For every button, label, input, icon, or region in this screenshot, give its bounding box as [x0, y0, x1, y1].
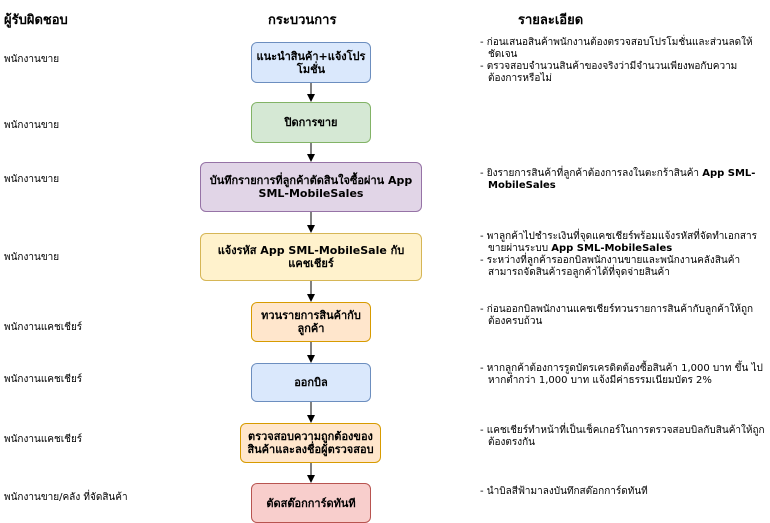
detail-3-text: - ยิงรายการสินค้าที่ลูกค้าต้องการลงในตะก… — [480, 168, 700, 179]
role-6: พนักงานแคชเชียร์ — [4, 374, 83, 385]
detail-1-line-b: - ตรวจสอบจำนวนสินค้าของจริงว่ามีจำนวนเพี… — [480, 61, 738, 84]
step-issue-bill: ออกบิล — [251, 363, 371, 402]
detail-3-bold: App SML-MobileSales — [488, 168, 756, 191]
role-3: พนักงานขาย — [4, 174, 60, 185]
role-1: พนักงานขาย — [4, 54, 60, 65]
step-record-items-app: บันทึกรายการที่ลูกค้าตัดสินใจซื้อผ่าน Ap… — [200, 162, 422, 212]
role-5: พนักงานแคชเชียร์ — [4, 322, 83, 333]
role-4: พนักงานขาย — [4, 252, 60, 263]
detail-7: - แคชเชียร์ทำหน้าที่เป็นเช็คเกอร์ในการตร… — [478, 425, 766, 449]
detail-4-text: - พาลูกค้าไปชำระเงินที่จุดแคชเชียร์พร้อม… — [480, 231, 757, 254]
role-8: พนักงานขาย/คลัง ที่จัดสินค้า — [4, 492, 128, 503]
role-7: พนักงานแคชเชียร์ — [4, 434, 83, 445]
detail-6-line: - หากลูกค้าต้องการรูดบัตรเครดิตต้องซื้อส… — [480, 363, 763, 386]
step-review-items: ทวนรายการสินค้ากับลูกค้า — [251, 302, 371, 342]
detail-4-bold: App SML-MobileSales — [551, 243, 673, 254]
detail-6: - หากลูกค้าต้องการรูดบัตรเครดิตต้องซื้อส… — [478, 363, 766, 387]
detail-4-line-b: - ระหว่างที่ลูกค้ารออกบิลพนักงานขายและพน… — [480, 255, 741, 278]
header-detail: รายละเอียด — [518, 13, 584, 28]
step-verify-sign: ตรวจสอบความถูกต้องของสินค้าและลงชื่อผู้ต… — [240, 423, 381, 463]
step-close-sale: ปิดการขาย — [251, 102, 371, 143]
detail-8-line: - นำบิลสีฟ้ามาลงบันทึกสต๊อกการ์ดทันที — [480, 486, 648, 497]
header-process: กระบวนการ — [268, 13, 337, 28]
step-cut-stock-card: ตัดสต๊อกการ์ดทันที — [251, 483, 371, 523]
detail-8: - นำบิลสีฟ้ามาลงบันทึกสต๊อกการ์ดทันที — [478, 486, 766, 498]
detail-5-line: - ก่อนออกบิลพนักงานแคชเชียร์ทวนรายการสิน… — [480, 304, 754, 327]
detail-4-line-a: - พาลูกค้าไปชำระเงินที่จุดแคชเชียร์พร้อม… — [478, 231, 766, 255]
role-2: พนักงานขาย — [4, 120, 60, 131]
header-responsible: ผู้รับผิดชอบ — [4, 13, 68, 28]
detail-7-line: - แคชเชียร์ทำหน้าที่เป็นเช็คเกอร์ในการตร… — [480, 425, 765, 448]
step-recommend-promotion: แนะนำสินค้า+แจ้งโปรโมชั่น — [251, 42, 371, 83]
detail-1: - ก่อนเสนอสินค้าพนักงานต้องตรวจสอบโปรโมช… — [478, 37, 766, 85]
detail-5: - ก่อนออกบิลพนักงานแคชเชียร์ทวนรายการสิน… — [478, 304, 766, 328]
detail-4: - พาลูกค้าไปชำระเงินที่จุดแคชเชียร์พร้อม… — [478, 231, 766, 279]
detail-1-line-a: - ก่อนเสนอสินค้าพนักงานต้องตรวจสอบโปรโมช… — [480, 37, 753, 60]
step-tell-code-cashier: แจ้งรหัส App SML-MobileSale กับแคชเชียร์ — [200, 233, 422, 281]
detail-3: - ยิงรายการสินค้าที่ลูกค้าต้องการลงในตะก… — [478, 168, 766, 192]
detail-3-line: - ยิงรายการสินค้าที่ลูกค้าต้องการลงในตะก… — [478, 168, 766, 192]
